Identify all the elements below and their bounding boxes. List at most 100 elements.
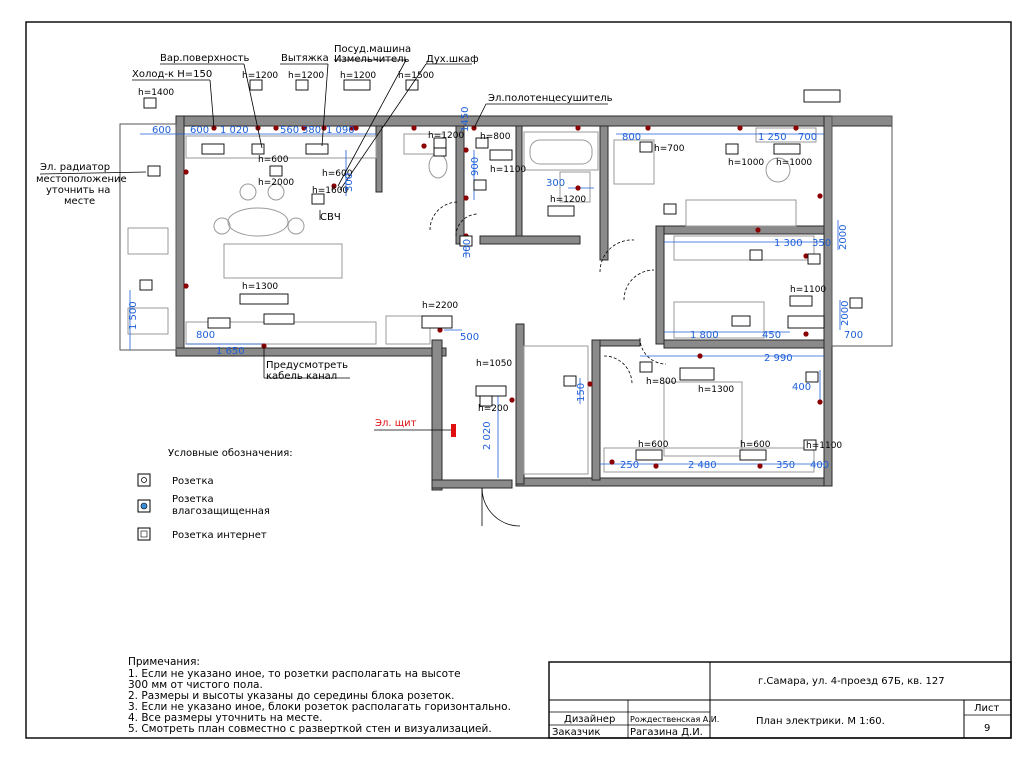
title-block-text: г.Самара, ул. 4-проезд 67Б, кв. 127 План… [552, 676, 1000, 738]
label-kabel-2: кабель канал [266, 371, 337, 382]
svg-text:2 020: 2 020 [482, 421, 493, 450]
outlet-point [353, 125, 359, 131]
label-el-shit: Эл. щит [375, 418, 417, 429]
svg-text:h=600: h=600 [740, 440, 771, 450]
svg-text:h=1100: h=1100 [806, 441, 842, 451]
svg-text:560: 560 [280, 125, 299, 136]
outlet-point [757, 463, 763, 469]
svg-text:150: 150 [576, 383, 587, 402]
svg-text:450: 450 [762, 330, 781, 341]
label-posud-mashina: Посуд.машина [334, 44, 411, 55]
label-radiator-2: местоположение [36, 174, 127, 185]
svg-text:h=1500: h=1500 [398, 71, 434, 81]
svg-text:h=1100: h=1100 [790, 285, 826, 295]
electric-panel [451, 424, 456, 437]
svg-text:1 650: 1 650 [216, 346, 245, 357]
svg-text:h=200: h=200 [478, 404, 509, 414]
svg-text:h=1000: h=1000 [776, 158, 812, 168]
svg-text:2 480: 2 480 [688, 460, 717, 471]
svg-text:h=1100: h=1100 [490, 165, 526, 175]
leader-lines [39, 59, 608, 431]
svg-text:1 020: 1 020 [220, 125, 249, 136]
svg-text:3. Если не указано иное, блоки: 3. Если не указано иное, блоки розеток р… [128, 701, 511, 713]
outlet-point [463, 147, 469, 153]
svg-text:h=600: h=600 [258, 155, 289, 165]
outlet-point [411, 125, 417, 131]
svg-text:2. Размеры и высоты указаны до: 2. Размеры и высоты указаны до середины … [128, 690, 455, 702]
label-vytyazhka: Вытяжка [281, 53, 329, 64]
svg-text:h=1000: h=1000 [728, 158, 764, 168]
svg-text:350: 350 [776, 460, 795, 471]
outlet-point [301, 125, 307, 131]
outlet-point [609, 459, 615, 465]
outlet-point [183, 169, 189, 175]
outlet-point [321, 125, 327, 131]
svg-text:600: 600 [190, 125, 209, 136]
svg-text:2000: 2000 [840, 301, 851, 326]
svg-text:h=1050: h=1050 [476, 359, 512, 369]
legend-item-internet: Розетка интернет [172, 530, 267, 541]
designer-name: Рождественская А.И. [630, 715, 719, 724]
outlet-point [421, 143, 427, 149]
doors [429, 201, 667, 527]
label-radiator-3: уточнить на [46, 185, 110, 196]
legend-item-outlet: Розетка [172, 476, 214, 487]
outlet-point [803, 253, 809, 259]
label-var-poverhnost: Вар.поверхность [160, 53, 249, 64]
svg-text:800: 800 [622, 132, 641, 143]
outlet-point [437, 327, 443, 333]
svg-text:h=1400: h=1400 [138, 88, 174, 98]
svg-text:h=800: h=800 [480, 132, 511, 142]
svg-text:4. Все размеры уточнить на мес: 4. Все размеры уточнить на месте. [128, 712, 322, 724]
outlet-point [273, 125, 279, 131]
list-number: 9 [984, 723, 990, 734]
svg-text:350: 350 [812, 238, 831, 249]
outlet-point [349, 125, 355, 131]
svg-text:h=600: h=600 [322, 169, 353, 179]
internet-outlet-icon [137, 527, 151, 541]
client-name: Рагазина Д.И. [630, 727, 703, 738]
svg-text:h=1200: h=1200 [242, 71, 278, 81]
label-radiator-1: Эл. радиатор [40, 162, 110, 173]
outlet-point [697, 353, 703, 359]
label-kabel-1: Предусмотреть [266, 360, 348, 371]
svg-text:5. Смотреть план совместно с р: 5. Смотреть план совместно с разверткой … [128, 723, 492, 735]
outlet-point [509, 397, 515, 403]
list-label: Лист [974, 703, 1000, 714]
svg-text:380: 380 [302, 125, 321, 136]
svg-text:1450: 1450 [460, 107, 471, 132]
svg-text:2 990: 2 990 [764, 353, 793, 364]
label-holodilnik: Холод-к Н=150 [132, 69, 212, 80]
svg-text:600: 600 [152, 125, 171, 136]
svg-text:h=1200: h=1200 [428, 131, 464, 141]
svg-text:1 300: 1 300 [774, 238, 803, 249]
svg-text:h=2200: h=2200 [422, 301, 458, 311]
outlet-point [575, 125, 581, 131]
svg-text:h=800: h=800 [646, 377, 677, 387]
outlet-point [471, 125, 477, 131]
svg-text:300: 300 [546, 178, 565, 189]
svg-text:400: 400 [810, 460, 829, 471]
svg-text:1 500: 1 500 [128, 301, 139, 330]
furniture [127, 127, 817, 475]
label-duh-shkaf: Дух.шкаф [426, 54, 479, 65]
walls [119, 115, 893, 491]
svg-text:1 250: 1 250 [758, 132, 787, 143]
height-labels: h=1400 h=1200 h=1200 h=1200 h=1500 h=600… [138, 71, 842, 451]
legend: Условные обозначения: Розетка Розетка вл… [137, 448, 293, 541]
designer-label: Дизайнер [564, 714, 615, 725]
svg-text:h=1200: h=1200 [550, 195, 586, 205]
outlet-symbols [139, 79, 863, 461]
svg-text:400: 400 [792, 382, 811, 393]
svg-text:1 800: 1 800 [690, 330, 719, 341]
sheet-title: План электрики. М 1:60. [756, 716, 885, 727]
svg-text:300: 300 [462, 239, 473, 258]
svg-text:h=700: h=700 [654, 144, 685, 154]
title-block [548, 661, 1012, 739]
dimension-labels: 600 600 1 020 560 380 1 090 800 1 250 70… [128, 107, 863, 471]
svg-text:500: 500 [460, 332, 479, 343]
outlet-icon [137, 473, 151, 487]
svg-text:h=1300: h=1300 [698, 385, 734, 395]
device-labels: Вар.поверхность Холод-к Н=150 Вытяжка По… [36, 44, 613, 429]
svg-text:300 мм от чистого пола.: 300 мм от чистого пола. [128, 679, 263, 691]
